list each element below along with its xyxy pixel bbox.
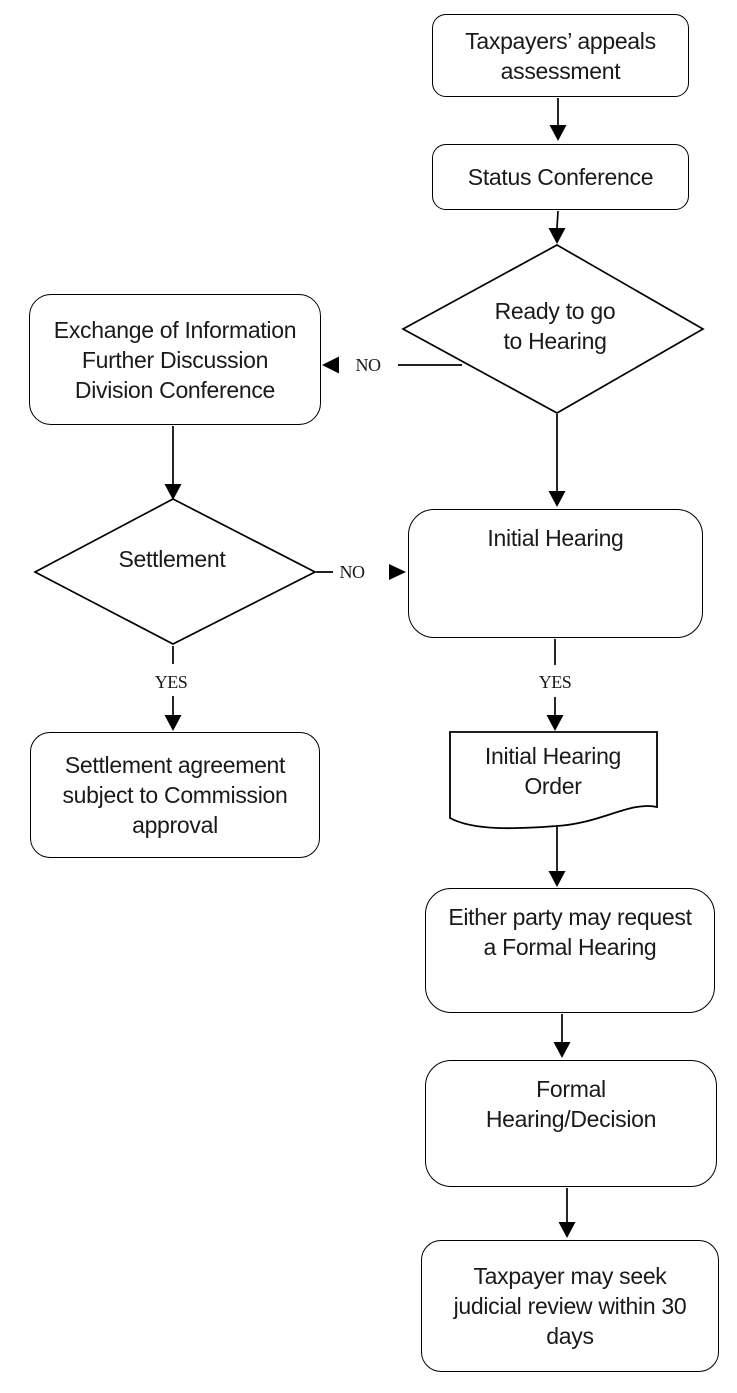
arrowhead-to-status <box>549 125 567 141</box>
connector-lines <box>172 98 568 1222</box>
node-judicial-review: Taxpayer may seek judicial review within… <box>421 1240 719 1372</box>
decision-ready-to-go-diamond <box>401 244 705 414</box>
arrowhead-to-settlement-agreement <box>164 715 182 731</box>
arrowhead-to-either-party <box>548 871 566 887</box>
node-taxpayers-appeals: Taxpayers’ appeals assessment <box>432 14 689 97</box>
node-either-party-request: Either party may request a Formal Hearin… <box>425 888 715 1013</box>
document-initial-hearing-order-label: Initial Hearing Order <box>484 743 622 799</box>
edge-label-initial-hearing-yes: YES <box>538 672 572 692</box>
node-exchange-of-information-label: Exchange of Information Further Discussi… <box>53 316 297 403</box>
arrowhead-to-initial-hearing-left <box>389 564 406 580</box>
node-status-conference: Status Conference <box>432 144 689 210</box>
node-formal-hearing-decision-label: Formal Hearing/Decision <box>485 1076 657 1132</box>
node-settlement-agreement-label: Settlement agreement subject to Commissi… <box>62 752 288 838</box>
decision-settlement-label: Settlement <box>118 546 226 572</box>
node-settlement-agreement: Settlement agreement subject to Commissi… <box>30 732 320 858</box>
arrowhead-to-initial-hearing <box>548 491 566 507</box>
arrowhead-to-ready <box>548 228 566 244</box>
node-either-party-request-label: Either party may request a Formal Hearin… <box>448 904 692 960</box>
arrowhead-to-settlement <box>164 484 182 500</box>
node-judicial-review-label: Taxpayer may seek judicial review within… <box>453 1263 687 1349</box>
arrowhead-to-formal <box>553 1042 571 1058</box>
arrowhead-to-order <box>546 715 564 731</box>
decision-ready-to-go-label: Ready to go to Hearing <box>494 298 616 354</box>
node-status-conference-label: Status Conference <box>467 164 654 190</box>
edge-label-settlement-no: NO <box>339 562 366 582</box>
arrowhead-to-exchange <box>322 356 339 374</box>
edge-status-to-ready <box>556 210 559 229</box>
node-exchange-of-information: Exchange of Information Further Discussi… <box>29 294 321 425</box>
node-formal-hearing-decision: Formal Hearing/Decision <box>425 1060 717 1187</box>
document-initial-hearing-order-shape <box>449 731 658 830</box>
edge-label-ready-no: NO <box>355 355 382 375</box>
node-initial-hearing-label: Initial Hearing <box>487 525 624 551</box>
edge-label-settlement-yes: YES <box>154 672 188 692</box>
arrowhead-to-judicial <box>558 1222 576 1238</box>
node-taxpayers-appeals-label: Taxpayers’ appeals assessment <box>465 27 656 84</box>
decision-settlement-diamond <box>33 498 317 645</box>
node-initial-hearing: Initial Hearing <box>408 509 703 638</box>
arrowheads <box>164 125 576 1238</box>
